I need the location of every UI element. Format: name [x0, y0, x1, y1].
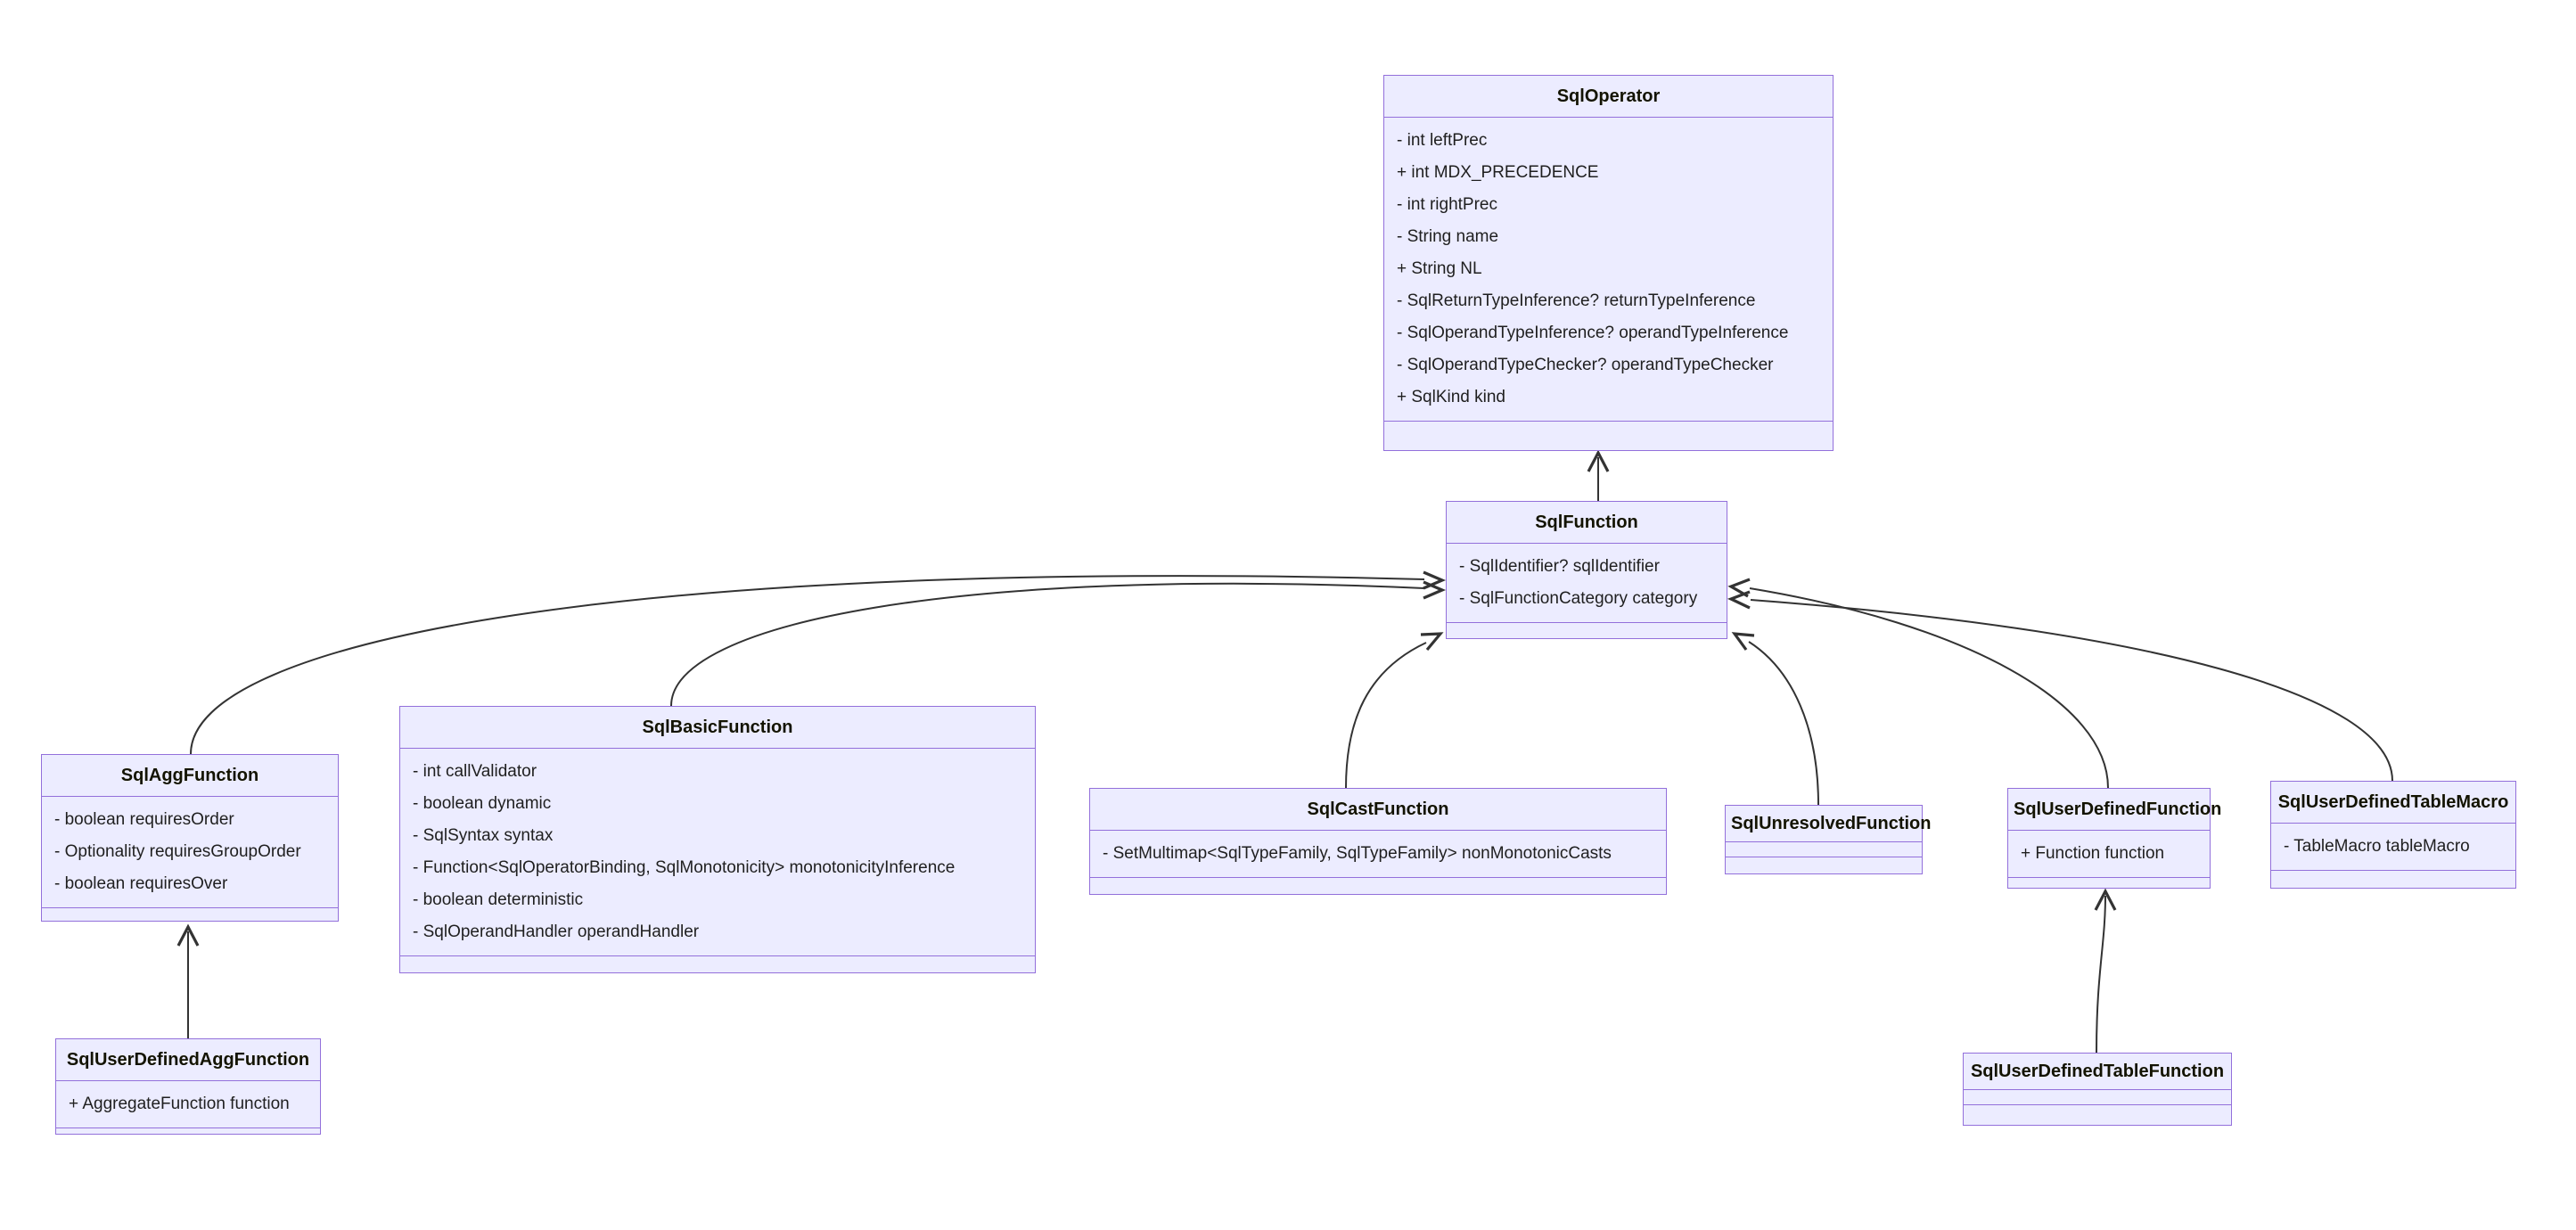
attribute: - boolean deterministic [413, 890, 584, 909]
class-sqlunresolvedfunction: SqlUnresolvedFunction [1725, 805, 1931, 874]
edge-sqluserdefinedaggfunction-to-sqlaggfunction-arrowhead [176, 923, 200, 947]
attribute: + int MDX_PRECEDENCE [1397, 163, 1599, 182]
edge-sqlunresolvedfunction-to-sqlfunction-arrowhead [1731, 632, 1755, 651]
attribute: - TableMacro tableMacro [2284, 837, 2470, 856]
class-title: SqlFunction [1447, 502, 1727, 544]
attribute: - SqlOperandHandler operandHandler [413, 922, 700, 941]
class-sqlfunction: SqlFunction - SqlIdentifier? sqlIdentifi… [1446, 501, 1727, 639]
class-title: SqlUserDefinedTableMacro [2271, 782, 2515, 824]
class-attributes: + AggregateFunction function [56, 1081, 320, 1128]
class-attributes: - boolean requiresOrder - Optionality req… [42, 797, 338, 907]
attribute: - Optionality requiresGroupOrder [54, 842, 301, 861]
attribute: + String NL [1397, 259, 1482, 278]
class-sqluserdefinedaggfunction: SqlUserDefinedAggFunction + AggregateFun… [55, 1038, 321, 1135]
class-methods-empty [1447, 622, 1727, 638]
edge-sqluserdefinedfunction-to-sqlfunction-arrowhead [1727, 578, 1751, 598]
class-title: SqlBasicFunction [400, 707, 1035, 749]
attribute: - String name [1397, 227, 1499, 246]
class-methods-empty [42, 907, 338, 921]
attribute: - SqlIdentifier? sqlIdentifier [1459, 557, 1660, 576]
class-attributes: - SqlIdentifier? sqlIdentifier - SqlFunct… [1447, 544, 1727, 622]
class-sqluserdefinedtablemacro: SqlUserDefinedTableMacro - TableMacro ta… [2270, 781, 2516, 889]
attribute: - SqlReturnTypeInference? returnTypeInfe… [1397, 291, 1756, 310]
edge-sqluserdefinedfunction-to-sqlfunction [1749, 587, 2109, 789]
attribute: - SqlOperandTypeInference? operandTypeIn… [1397, 324, 1789, 342]
class-attributes: - int leftPrec + int MDX_PRECEDENCE - int … [1384, 118, 1833, 421]
edge-sqlfunction-to-sqloperator-arrowhead [1587, 449, 1610, 472]
edge-sqlbasicfunction-to-sqlfunction-arrowhead [1423, 580, 1447, 600]
class-attributes: + Function function [2008, 831, 2210, 877]
class-sqluserdefinedtablefunction: SqlUserDefinedTableFunction [1963, 1053, 2232, 1126]
class-sqlbasicfunction: SqlBasicFunction - int callValidator - bo… [399, 706, 1036, 973]
class-title: SqlAggFunction [42, 755, 338, 797]
class-title: SqlCastFunction [1090, 789, 1666, 831]
attribute: - SqlSyntax syntax [413, 826, 554, 845]
edge-sqlaggfunction-to-sqlfunction-arrowhead [1423, 570, 1447, 590]
class-methods-empty [56, 1128, 320, 1136]
edge-sqlunresolvedfunction-to-sqlfunction [1748, 641, 1819, 806]
attribute: - Function<SqlOperatorBinding, SqlMonoto… [413, 858, 956, 877]
class-title: SqlUserDefinedTableFunction [1964, 1054, 2231, 1090]
class-sqlaggfunction: SqlAggFunction - boolean requiresOrder- … [41, 754, 339, 922]
attribute: - boolean requiresOrder [54, 810, 234, 829]
attribute: - SqlOperandTypeChecker? operandTypeChec… [1397, 356, 1774, 374]
attribute: + SqlKind kind [1397, 388, 1505, 406]
class-attributes: - TableMacro tableMacro [2271, 824, 2515, 870]
class-methods-empty [2271, 870, 2515, 888]
class-attributes: - int callValidator - boolean dynamic - Sq… [400, 749, 1035, 955]
attribute: - int rightPrec [1397, 195, 1497, 214]
attribute: - SqlFunctionCategory category [1459, 589, 1698, 608]
edge-sqluserdefinedtablefunction-to-sqluserdefinedfunction [2096, 895, 2106, 1054]
class-methods-empty [1726, 857, 1922, 873]
attribute: - int callValidator [413, 762, 537, 781]
class-methods-empty [400, 955, 1035, 972]
edge-sqlcastfunction-to-sqlfunction-arrowhead [1420, 632, 1444, 652]
class-methods-empty [2008, 877, 2210, 888]
edge-sqlbasicfunction-to-sqlfunction [670, 582, 1425, 707]
edge-sqluserdefinedtablefunction-to-sqluserdefinedfunction-arrowhead [2094, 888, 2117, 911]
attribute: - boolean dynamic [413, 794, 552, 813]
class-sqloperator: SqlOperator - int leftPrec + int MDX_PREC… [1383, 75, 1834, 451]
class-attributes: - SetMultimap<SqlTypeFamily, SqlTypeFami… [1090, 831, 1666, 877]
edge-sqluserdefinedtablemacro-to-sqlfunction [1750, 599, 2393, 782]
class-title: SqlUserDefinedAggFunction [56, 1039, 320, 1081]
class-title: SqlUserDefinedFunction [2008, 789, 2221, 831]
attribute: + Function function [2021, 844, 2165, 863]
class-methods-empty [1964, 1104, 2231, 1125]
class-methods-empty [1384, 421, 1833, 450]
class-attributes-empty [1726, 842, 1922, 857]
edge-sqlcastfunction-to-sqlfunction [1345, 642, 1427, 789]
attribute: - boolean requiresOver [54, 874, 228, 893]
class-attributes-empty [1964, 1090, 2231, 1104]
edge-sqluserdefinedtablemacro-to-sqlfunction-arrowhead [1727, 590, 1751, 610]
class-title: SqlOperator [1384, 76, 1833, 118]
class-sqluserdefinedfunction: SqlUserDefinedFunction + Function functi… [2007, 788, 2221, 889]
class-methods-empty [1090, 877, 1666, 894]
attribute: - SetMultimap<SqlTypeFamily, SqlTypeFami… [1103, 844, 1612, 863]
attribute: + AggregateFunction function [69, 1095, 290, 1113]
class-title: SqlUnresolvedFunction [1726, 806, 1931, 842]
class-sqlcastfunction: SqlCastFunction - SetMultimap<SqlTypeFam… [1089, 788, 1667, 895]
attribute: - int leftPrec [1397, 131, 1488, 150]
